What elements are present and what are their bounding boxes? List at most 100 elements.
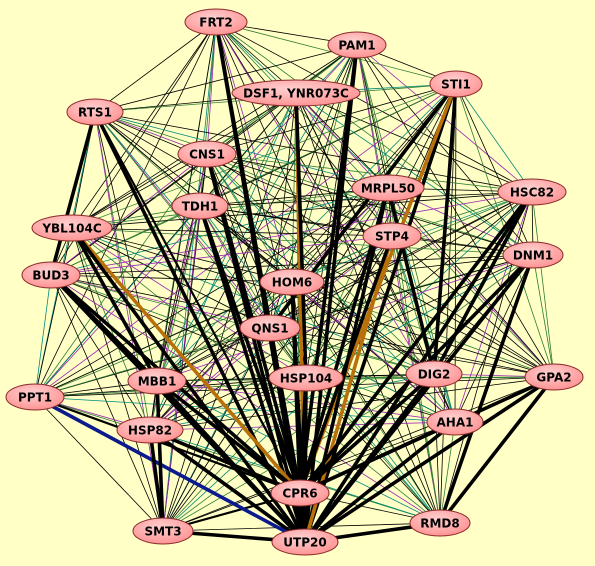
edge-gpa2-cpr6 [298,375,556,495]
edge-gpa2-rmd8 [438,375,556,525]
node-ellipse[interactable] [351,174,425,202]
edge-ybl104c-hom6 [71,227,293,283]
node-ellipse[interactable] [409,509,471,537]
node-bud3[interactable]: BUD3 [21,261,81,289]
edge-dsf1-dnm1 [295,92,534,256]
node-ellipse[interactable] [231,79,361,107]
node-dnm1[interactable]: DNM1 [502,241,564,269]
edge-hsc82-gpa2 [531,191,555,378]
node-ellipse[interactable] [426,408,484,436]
edge-rts1-hsc82 [94,111,533,193]
node-ellipse[interactable] [127,367,187,395]
node-ellipse[interactable] [31,214,113,242]
edge-tdh1-rmd8 [199,205,441,524]
node-rmd8[interactable]: RMD8 [409,509,471,537]
edge-sti1-bud3 [50,83,457,276]
node-label: CNS1 [189,148,225,162]
edge-cns1-ppt1 [34,153,208,398]
edge-frt2-cns1 [206,21,217,155]
node-ellipse[interactable] [271,528,339,556]
edge-ybl104c-ppt1 [34,227,73,398]
edge-stp4-hsp104 [305,235,393,379]
node-ellipse[interactable] [270,479,330,507]
node-ellipse[interactable] [239,314,301,342]
edge-rts1-dig2 [94,111,435,375]
edge-sti1-dig2 [432,82,458,376]
edge-hom6-aha1 [291,281,456,423]
node-ppt1[interactable]: PPT1 [5,383,65,411]
edge-dsf1-gpa2 [295,92,555,378]
node-cpr6[interactable]: CPR6 [270,479,330,507]
node-aha1[interactable]: AHA1 [426,408,484,436]
node-ellipse[interactable] [405,360,463,388]
node-label: YBL104C [41,222,102,236]
edge-dsf1-mrpl50 [295,92,389,189]
edge-hsc82-dig2 [432,190,534,376]
node-label: DNM1 [513,249,553,263]
node-rts1[interactable]: RTS1 [66,98,124,126]
node-ellipse[interactable] [132,517,194,545]
edge-dig2-utp20 [303,372,436,544]
node-label: PAM1 [338,39,375,53]
node-mbb1[interactable]: MBB1 [127,367,187,395]
edge-hsp82-cpr6 [148,428,302,495]
edge-sti1-cns1 [206,83,457,155]
node-ellipse[interactable] [5,383,65,411]
edge-frt2-rts1 [94,21,217,113]
edge-ybl104c-cpr6 [70,226,302,495]
node-ellipse[interactable] [429,70,483,98]
node-frt2[interactable]: FRT2 [184,8,248,36]
node-ellipse[interactable] [497,178,567,206]
edge-ybl104c-dig2 [71,227,435,375]
node-hom6[interactable]: HOM6 [259,268,325,296]
edge-bud3-rmd8 [50,274,441,524]
node-mrpl50[interactable]: MRPL50 [351,174,425,202]
node-label: MBB1 [138,375,177,389]
node-ellipse[interactable] [362,222,422,250]
node-ellipse[interactable] [66,98,124,126]
node-dig2[interactable]: DIG2 [405,360,463,388]
edge-sti1-hsc82 [455,83,533,193]
node-hsp104[interactable]: HSP104 [268,364,344,392]
node-label: GPA2 [536,371,571,385]
node-utp20[interactable]: UTP20 [271,528,339,556]
node-ellipse[interactable] [21,261,81,289]
node-cns1[interactable]: CNS1 [177,140,237,168]
node-sti1[interactable]: STI1 [429,70,483,98]
edge-bud3-hsp82 [50,274,151,431]
node-label: RTS1 [78,106,112,120]
node-hsc82[interactable]: HSC82 [497,178,567,206]
node-ellipse[interactable] [177,140,237,168]
node-qns1[interactable]: QNS1 [239,314,301,342]
node-pam1[interactable]: PAM1 [327,31,387,59]
node-stp4[interactable]: STP4 [362,222,422,250]
node-hsp82[interactable]: HSP82 [116,416,184,444]
node-ellipse[interactable] [259,268,325,296]
node-ellipse[interactable] [184,8,248,36]
node-ellipse[interactable] [171,192,229,220]
edge-ppt1-utp20 [33,395,307,544]
edge-hsp104-cpr6 [298,376,308,495]
node-ellipse[interactable] [116,416,184,444]
node-ellipse[interactable] [502,241,564,269]
edge-bud3-hom6 [50,274,293,283]
node-ellipse[interactable] [524,363,584,391]
node-label: RMD8 [420,517,460,531]
node-label: SMT3 [144,525,181,539]
node-ybl104c[interactable]: YBL104C [31,214,113,242]
edge-hsc82-tdh1 [199,191,533,207]
node-ellipse[interactable] [268,364,344,392]
edge-dnm1-rmd8 [438,253,535,525]
edge-dnm1-aha1 [454,254,534,423]
node-gpa2[interactable]: GPA2 [524,363,584,391]
edge-pam1-tdh1 [199,44,358,207]
edge-dsf1-hsp104 [294,91,308,380]
node-ellipse[interactable] [327,31,387,59]
edge-rts1-bud3 [49,110,97,277]
edge-cns1-ybl104c [71,153,208,229]
node-tdh1[interactable]: TDH1 [171,192,229,220]
node-smt3[interactable]: SMT3 [132,517,194,545]
node-label: DIG2 [418,368,451,382]
node-dsf1[interactable]: DSF1, YNR073C [231,79,361,107]
